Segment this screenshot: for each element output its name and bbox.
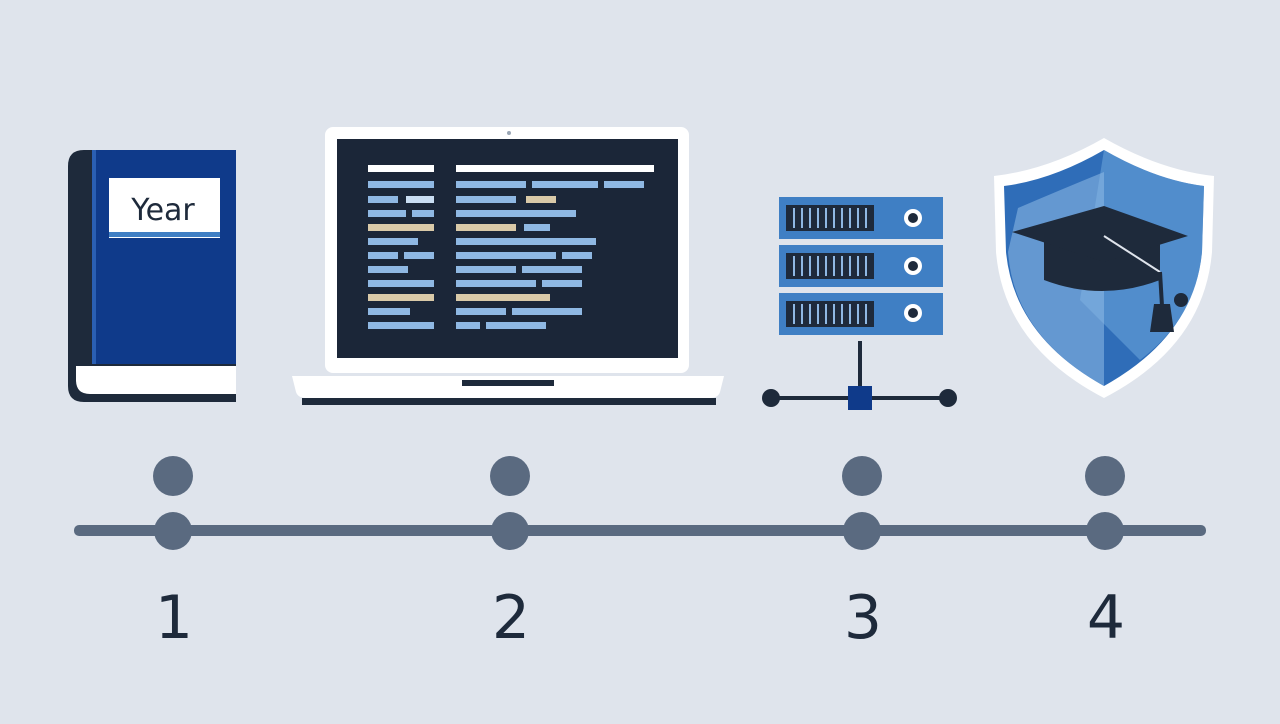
laptop-code-icon — [292, 127, 724, 405]
book-label: Year — [130, 193, 195, 228]
marker-upper — [1085, 456, 1125, 496]
step-number-4: 4 — [1086, 583, 1126, 653]
graduation-shield-icon — [994, 138, 1214, 398]
marker-axis — [1086, 512, 1124, 550]
marker-axis — [491, 512, 529, 550]
server-unit — [779, 197, 943, 239]
code-lines-left — [368, 165, 434, 329]
server-unit — [779, 245, 943, 287]
marker-upper — [153, 456, 193, 496]
step-number-1: 1 — [154, 583, 194, 653]
marker-upper — [490, 456, 530, 496]
timeline — [74, 456, 1206, 550]
marker-upper — [842, 456, 882, 496]
timeline-axis — [74, 525, 1206, 536]
book-icon: Year — [68, 150, 236, 402]
server-unit — [779, 293, 943, 335]
marker-axis — [154, 512, 192, 550]
step-number-3: 3 — [843, 583, 883, 653]
server-network-icon — [762, 197, 957, 410]
step-number-2: 2 — [491, 583, 531, 653]
marker-axis — [843, 512, 881, 550]
code-lines-right — [456, 165, 654, 329]
